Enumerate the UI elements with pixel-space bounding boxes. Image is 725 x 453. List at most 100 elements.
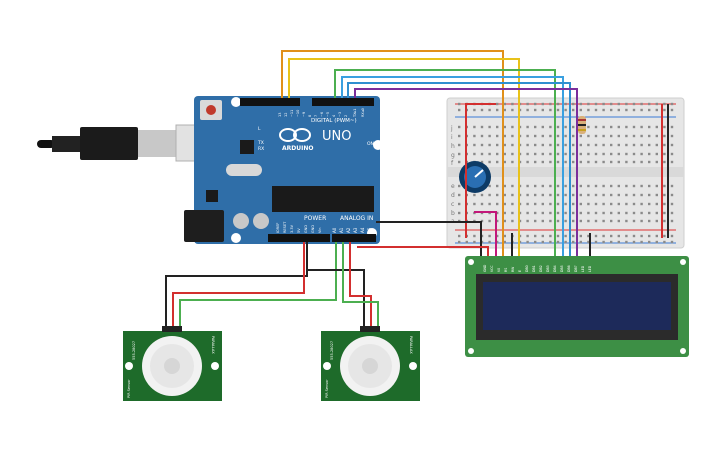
breadboard-hole <box>556 108 560 112</box>
breadboard-hole <box>541 108 544 112</box>
breadboard-hole <box>534 202 537 206</box>
breadboard-hole <box>556 160 560 164</box>
breadboard-hole <box>632 125 636 129</box>
breadboard-hole <box>564 108 567 112</box>
pir-sensor-left: PIR Sensor 555-28027 PARALLAX <box>123 326 222 401</box>
arduino-uno-board: ARDUINO UNO DIGITAL (PWM~) POWER ANALOG … <box>184 96 383 244</box>
breadboard-hole <box>556 143 560 147</box>
breadboard-hole <box>670 125 674 129</box>
pin-gnd: GND <box>311 225 315 233</box>
breadboard-hole <box>632 184 636 188</box>
breadboard-hole <box>663 108 666 112</box>
wire-blue <box>341 76 564 256</box>
breadboard-hole <box>625 134 628 138</box>
breadboard-hole <box>610 234 613 238</box>
wire-black-pir1 <box>165 242 308 326</box>
breadboard-hole <box>625 160 628 164</box>
breadboard-hole <box>579 202 582 206</box>
breadboard-hole <box>579 240 582 244</box>
breadboard-hole <box>655 219 658 223</box>
breadboard-hole <box>587 240 590 244</box>
breadboard-hole <box>496 160 499 164</box>
breadboard-hole <box>511 160 514 164</box>
breadboard-hole <box>594 202 598 206</box>
breadboard-hole <box>473 202 476 206</box>
breadboard-hole <box>663 102 666 106</box>
row-letter: i <box>451 134 453 141</box>
pin-vin: Vin <box>318 227 322 233</box>
breadboard-hole <box>648 234 651 238</box>
breadboard-hole <box>503 184 506 188</box>
pin-d2: 2 <box>344 115 348 117</box>
breadboard-hole <box>564 134 567 138</box>
breadboard-hole <box>556 125 560 129</box>
breadboard-hole <box>480 143 484 147</box>
breadboard-hole <box>503 240 506 244</box>
analog-pin-labels: A0 A1 A2 A3 A4 A5 <box>332 227 372 233</box>
breadboard-hole <box>496 125 499 129</box>
breadboard-hole <box>541 134 544 138</box>
breadboard-hole <box>602 184 605 188</box>
row-letter: f <box>451 160 454 167</box>
breadboard-hole <box>572 234 575 238</box>
wire-red-top <box>465 103 496 238</box>
breadboard-hole <box>534 240 537 244</box>
breadboard-hole <box>587 108 590 112</box>
row-letter: h <box>451 143 455 150</box>
breadboard-hole <box>549 125 552 129</box>
lcd-pin-label: LED <box>588 265 592 272</box>
breadboard-hole <box>534 152 537 156</box>
breadboard-hole <box>473 240 476 244</box>
digital-pin-labels: 13 12 ~11 ~10 ~9 8 7 ~6 ~5 4 ~3 2 TX▸1 R… <box>278 108 365 118</box>
breadboard-hole <box>579 134 582 138</box>
breadboard-hole <box>594 234 598 238</box>
breadboard-hole <box>594 184 598 188</box>
breadboard-hole <box>655 102 658 106</box>
breadboard-hole <box>549 160 552 164</box>
lcd-pin-label: E <box>518 270 522 272</box>
breadboard-hole <box>480 108 484 112</box>
breadboard-hole <box>458 125 461 129</box>
breadboard-hole <box>549 219 552 223</box>
wire-yellow <box>288 58 520 256</box>
breadboard-hole <box>594 240 598 244</box>
breadboard-hole <box>511 219 514 223</box>
breadboard-hole <box>594 108 598 112</box>
breadboard-hole <box>541 219 544 223</box>
lcd-pin-label: DB3 <box>546 265 550 272</box>
breadboard-hole <box>496 193 499 197</box>
breadboard-hole <box>640 125 643 129</box>
pin-d9: ~9 <box>302 112 306 117</box>
pir-right-brand: PARALLAX <box>409 336 413 354</box>
breadboard-hole <box>648 211 651 215</box>
breadboard-hole <box>564 160 567 164</box>
breadboard-hole <box>526 193 529 197</box>
reset-button[interactable] <box>206 105 216 115</box>
breadboard-hole <box>549 211 552 215</box>
breadboard-hole <box>663 184 666 188</box>
lcd-pin-label: DB4 <box>553 265 557 272</box>
breadboard-hole <box>572 152 575 156</box>
breadboard-hole <box>458 102 461 106</box>
breadboard-hole <box>617 219 620 223</box>
resistor <box>578 116 586 134</box>
breadboard-hole <box>473 134 476 138</box>
breadboard-hole <box>587 211 590 215</box>
breadboard-hole <box>458 143 461 147</box>
breadboard-hole <box>625 108 628 112</box>
wires <box>165 50 669 326</box>
breadboard-hole <box>640 108 643 112</box>
breadboard-hole <box>663 202 666 206</box>
breadboard-hole <box>594 143 598 147</box>
breadboard-hole <box>503 202 506 206</box>
breadboard-hole <box>511 143 514 147</box>
breadboard-hole <box>617 125 620 129</box>
breadboard-hole <box>511 108 514 112</box>
wire-red-pir1 <box>172 242 305 326</box>
breadboard-hole <box>587 202 590 206</box>
breadboard-hole <box>640 184 643 188</box>
breadboard-hole <box>579 160 582 164</box>
breadboard-hole <box>625 184 628 188</box>
pin-a3: A3 <box>353 227 358 233</box>
potentiometer <box>459 161 491 193</box>
